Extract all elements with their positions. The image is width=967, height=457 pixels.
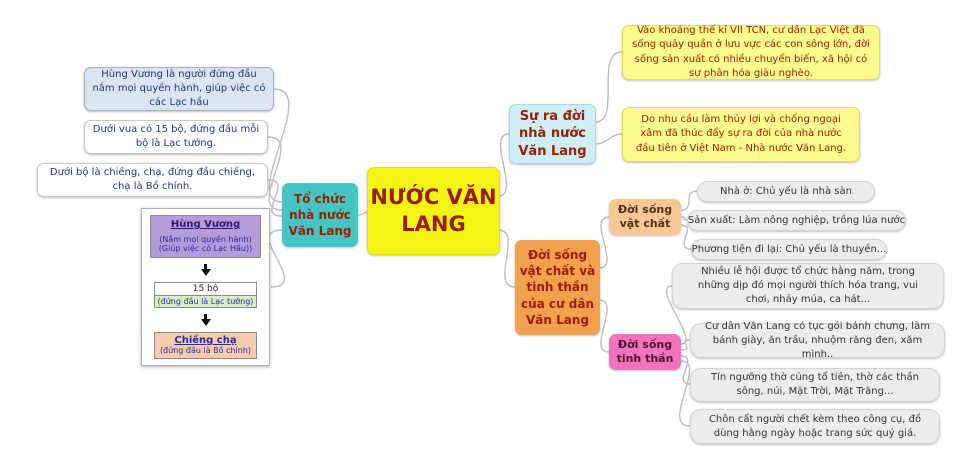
flowchart-15bo-box: 15 bộ (đứng đầu là Lạc tướng): [154, 282, 257, 308]
branch-su-ra-doi[interactable]: Sự ra đời nhà nước Văn Lang: [509, 104, 596, 164]
branch-to-chuc-label: Tổ chức nhà nước Văn Lang: [288, 191, 352, 239]
down-arrow-icon: [200, 314, 211, 326]
subbranch-vat-chat-label: Đời sống vật chất: [617, 202, 673, 230]
pill-phong-tuc[interactable]: Cư dân Văn Lang có tục gói bánh chưng, l…: [690, 321, 945, 360]
branch-doi-song-label: Đời sống vật chất và tinh thần của cư dâ…: [519, 248, 596, 327]
pill-chon-cat[interactable]: Chôn cất người chết kèm theo công cụ, đồ…: [690, 409, 940, 444]
flowchart-chieng-cha-line: (đứng đầu là Bồ chính): [159, 346, 252, 355]
flowchart-chieng-cha-box: Chiềng chạ (đứng đầu là Bồ chính): [154, 332, 257, 359]
flowchart-king-line2: (Giúp việc có Lạc Hầu)): [158, 244, 253, 253]
flowchart-king-line1: (Nắm mọi quyền hành): [159, 235, 252, 244]
branch-doi-song[interactable]: Đời sống vật chất và tinh thần của cư dâ…: [515, 240, 600, 335]
branch-to-chuc[interactable]: Tổ chức nhà nước Văn Lang: [282, 183, 358, 247]
branch-su-ra-doi-label: Sự ra đời nhà nước Văn Lang: [518, 108, 587, 159]
down-arrow-icon: [200, 264, 211, 276]
note-nhu-cau[interactable]: Do nhu cầu làm thủy lợi và chống ngoại x…: [622, 107, 860, 162]
flowchart-15bo-title: 15 bộ: [155, 283, 256, 296]
flowchart-15bo-line: (đứng đầu là Lạc tướng): [155, 296, 256, 307]
pill-san-xuat[interactable]: Sản xuất: Làm nông nghiệp, trồng lúa nướ…: [687, 210, 906, 231]
pill-nha-o[interactable]: Nhà ở: Chủ yếu là nhà sàn: [697, 181, 875, 202]
pill-phuong-tien[interactable]: Phương tiện đi lại: Chủ yếu là thuyền...: [691, 239, 887, 260]
note-chieng-cha[interactable]: Dưới bộ là chiềng, chạ, đứng đầu chiềng,…: [37, 163, 268, 197]
state-structure-diagram[interactable]: Hùng Vương (Nắm mọi quyền hành) (Giúp vi…: [141, 208, 270, 366]
pill-tin-nguong[interactable]: Tín ngưỡng thờ cúng tổ tiên, thờ các thầ…: [690, 368, 940, 402]
central-topic[interactable]: NƯỚC VĂN LANG: [367, 167, 500, 255]
note-hung-vuong[interactable]: Hùng Vương là người đứng đầu nắm mọi quy…: [84, 67, 274, 111]
pill-le-hoi[interactable]: Nhiều lễ hội được tổ chức hằng năm, tron…: [672, 263, 944, 309]
flowchart-king-box: Hùng Vương (Nắm mọi quyền hành) (Giúp vi…: [150, 215, 261, 258]
connector-group: [267, 51, 698, 427]
flowchart-king-title: Hùng Vương: [170, 219, 241, 230]
subbranch-tinh-than-label: Đời sống tinh thần: [616, 337, 674, 365]
note-boi-canh[interactable]: Vào khoảng thế kỉ VII TCN, cư dân Lạc Vi…: [622, 25, 880, 80]
central-topic-label: NƯỚC VĂN LANG: [370, 184, 497, 236]
subbranch-tinh-than[interactable]: Đời sống tinh thần: [609, 334, 681, 370]
flowchart-chieng-cha-title: Chiềng chạ: [174, 335, 237, 346]
note-15-bo[interactable]: Dưới vua có 15 bộ, đứng đầu mỗi bộ là Lạ…: [84, 120, 268, 154]
subbranch-vat-chat[interactable]: Đời sống vật chất: [609, 199, 681, 235]
